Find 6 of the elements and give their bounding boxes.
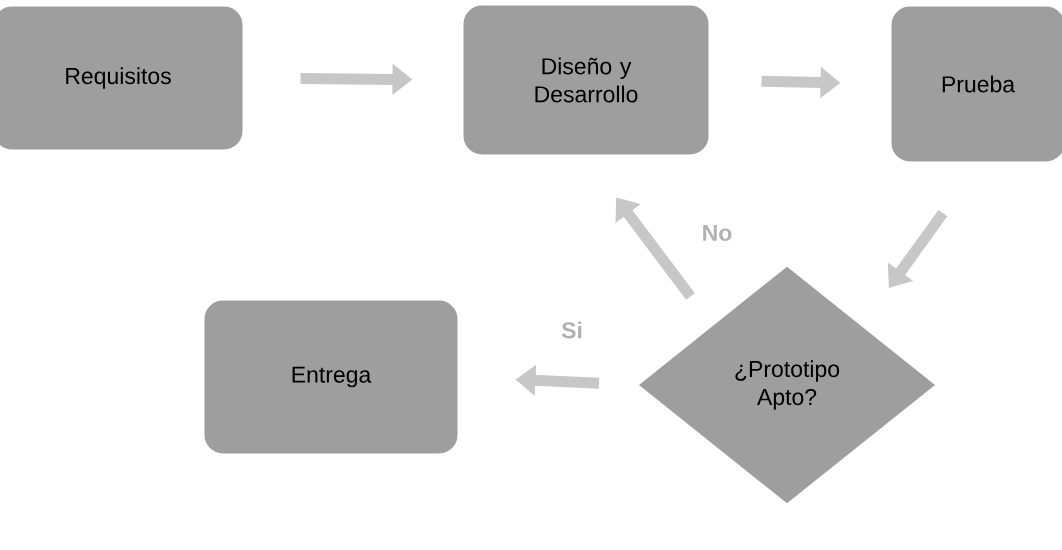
process-box: Diseño y Desarrollo [460, 2, 712, 158]
edge-label: Si [559, 319, 585, 341]
process-box: Prueba [888, 3, 1062, 165]
process-box: Entrega [201, 297, 461, 457]
process-box: Requisitos [0, 3, 246, 153]
edge-label: No [699, 223, 735, 243]
